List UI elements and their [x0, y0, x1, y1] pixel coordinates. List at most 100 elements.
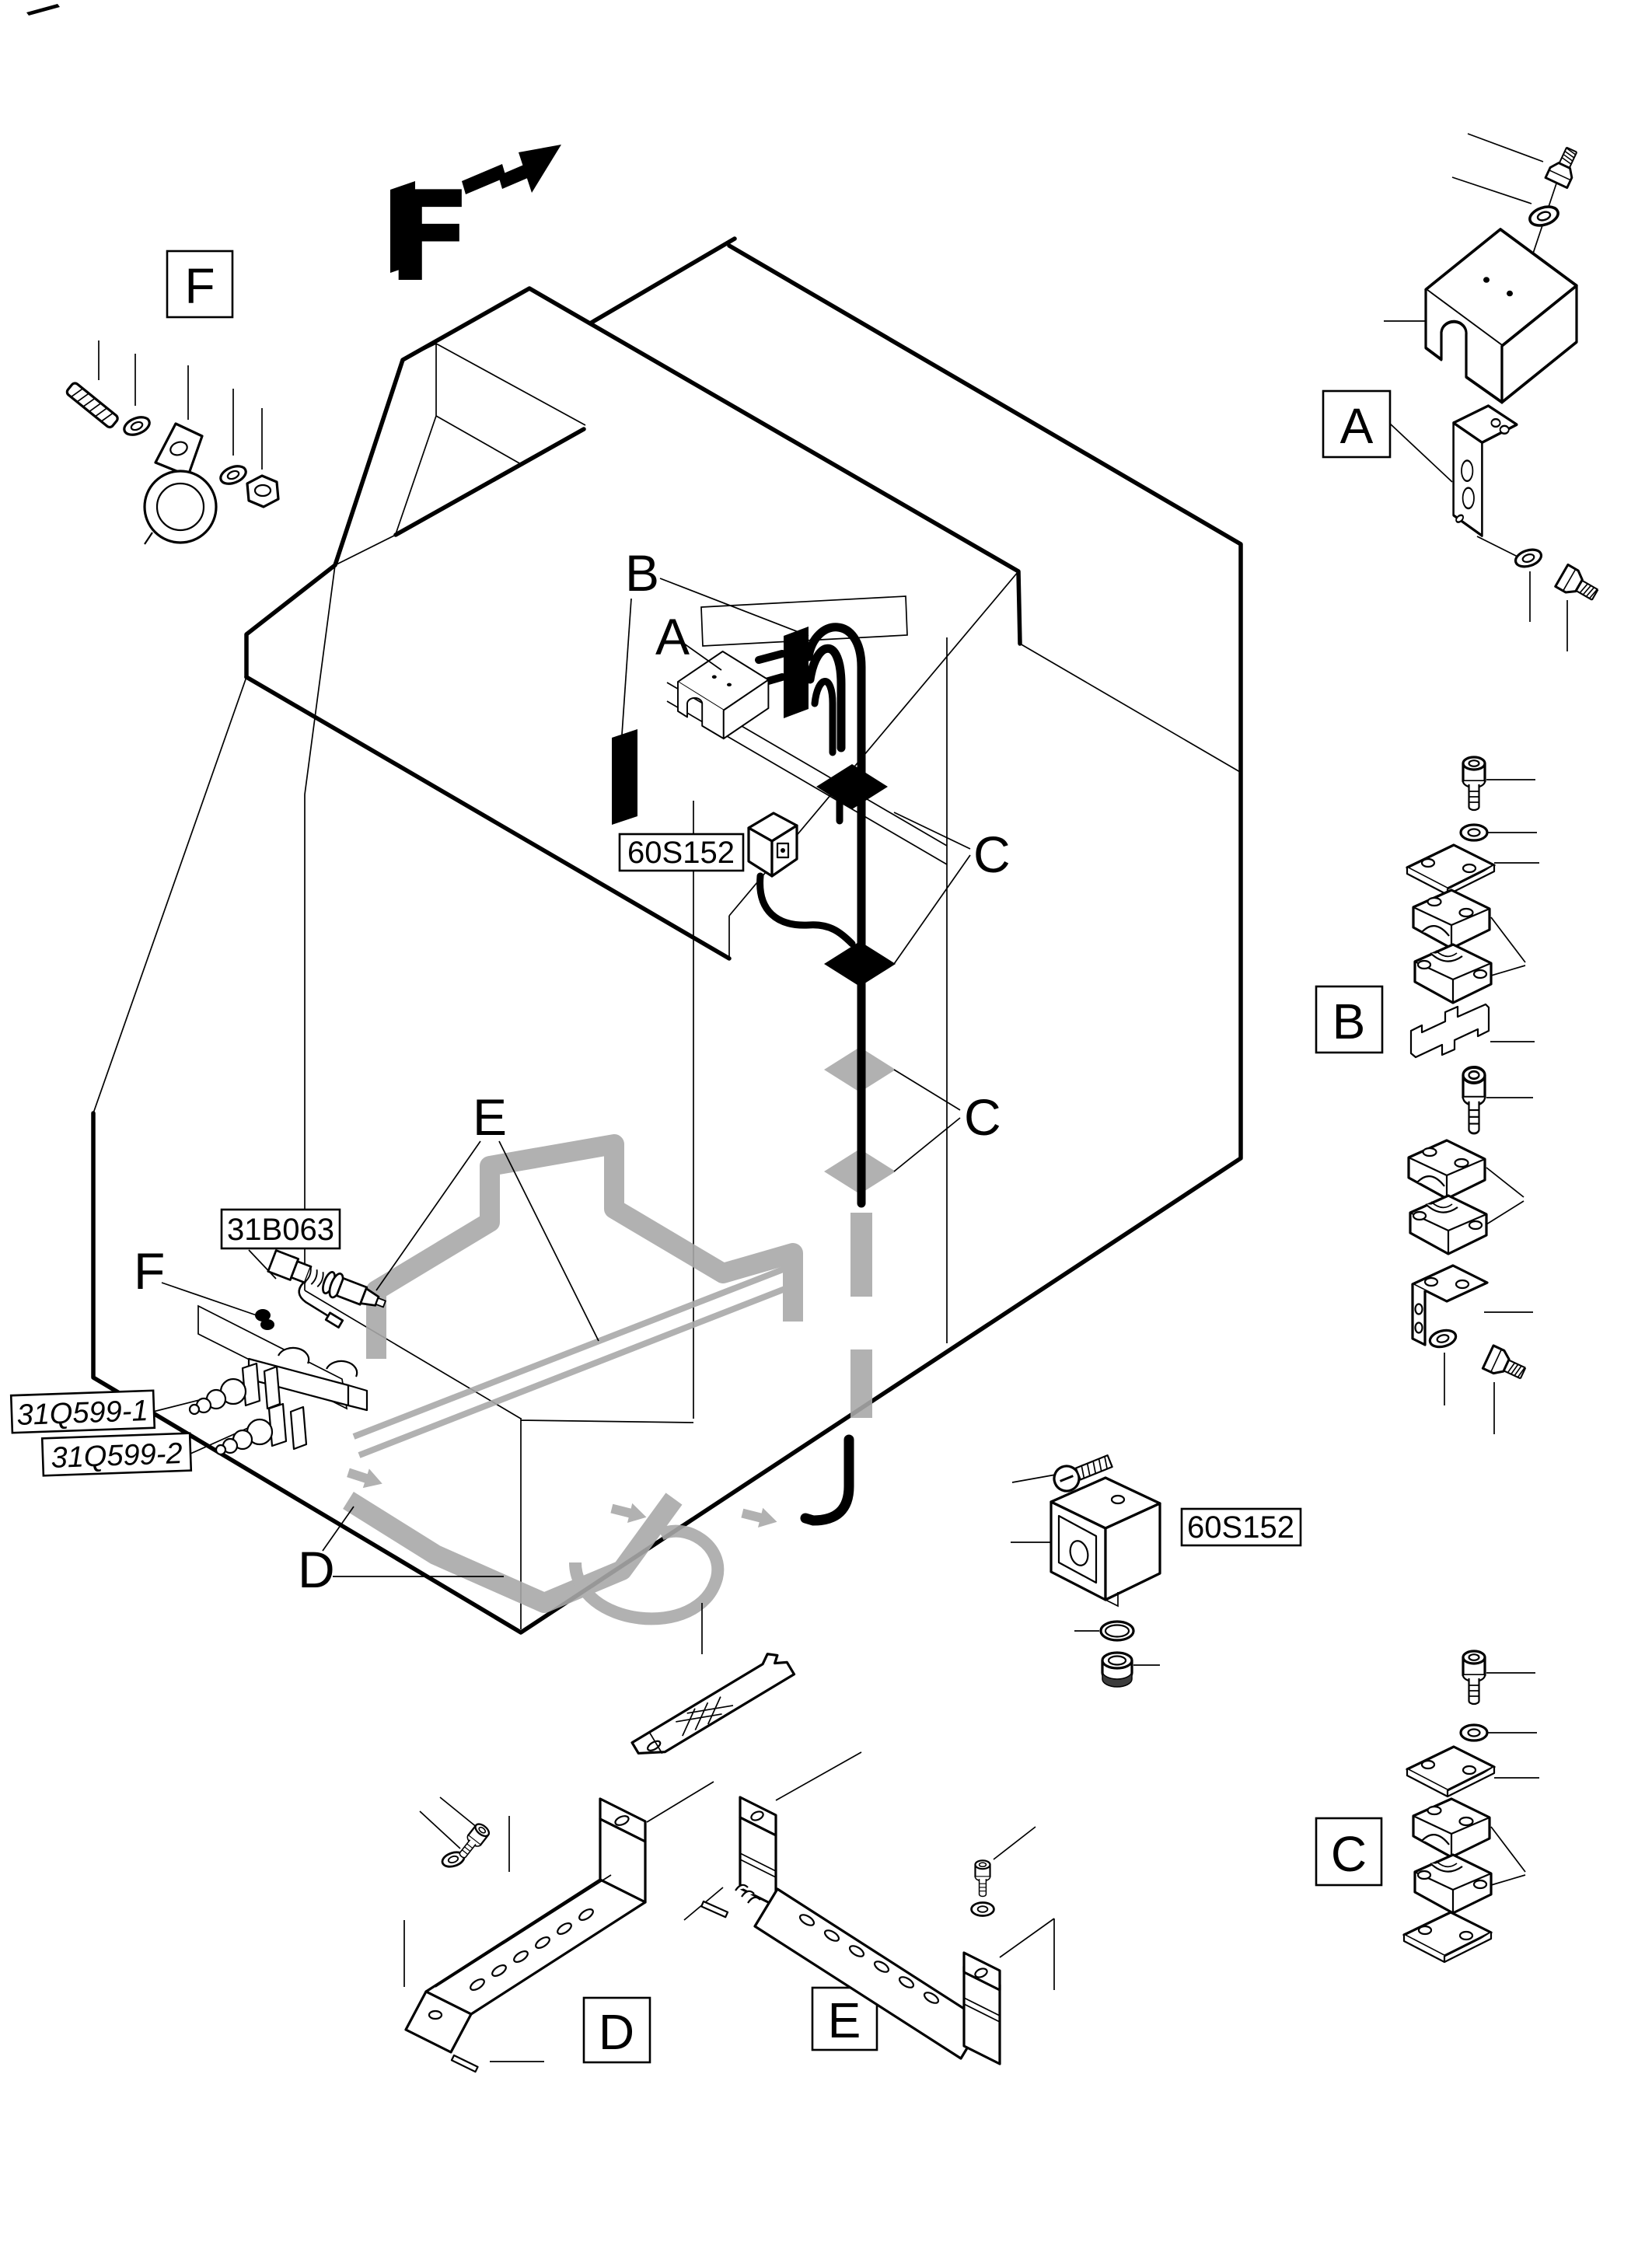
bolt: [454, 1821, 492, 1863]
detail-box-d: [582, 1996, 651, 2064]
callout-a: A: [655, 608, 690, 665]
bracket-d-part: [404, 1797, 647, 2073]
leader-lines: [152, 578, 1160, 1666]
flag-right-B: [784, 627, 809, 718]
part-label-31q599-1[interactable]: 31Q599-1: [9, 1389, 156, 1434]
part-label-60s152-upper[interactable]: 60S152: [618, 833, 745, 872]
part-label-60s152-lower[interactable]: 60S152: [1180, 1507, 1302, 1547]
detail-box-c: [1315, 1817, 1383, 1887]
detail-box-f-letter: F: [184, 258, 215, 314]
clamp-half-lower: [1413, 1853, 1493, 1915]
callout-c-lower: C: [964, 1088, 1001, 1146]
valve-31b063: [267, 1249, 386, 1329]
stud-bolt: [65, 382, 119, 429]
tray-lower-D: [343, 1491, 683, 1613]
callout-b: B: [625, 544, 659, 602]
washer: [120, 412, 154, 440]
spacer-plate: [1409, 1003, 1490, 1059]
view-direction-indicator: F: [387, 145, 561, 309]
detail-c: C: [1315, 1650, 1539, 1964]
detail-box-c-letter: C: [1331, 1826, 1367, 1882]
connector-60s152-detail: [1050, 1454, 1161, 1688]
callout-e: E: [473, 1088, 507, 1146]
detail-box-b: [1315, 985, 1384, 1054]
hose-bundle: [755, 623, 866, 1208]
detail-box-f: [166, 250, 234, 319]
nut: [246, 474, 280, 508]
backbox-top-left-edge: [588, 236, 737, 326]
angle-bracket: [1411, 1264, 1489, 1346]
washer: [216, 461, 250, 489]
detail-a: A: [1322, 133, 1603, 651]
tray-upper-E: [366, 1134, 803, 1359]
clamp-plate: [1406, 1745, 1496, 1798]
machine-body: [91, 236, 1243, 1635]
view-direction-arrow-icon: [462, 145, 561, 194]
flag-left-B: [612, 729, 637, 825]
part-number-text: 60S152: [1187, 1510, 1294, 1545]
solenoid-cartridge: [215, 1402, 308, 1456]
detail-e: E: [683, 1751, 1055, 2065]
part-label-31q599-2[interactable]: 31Q599-2: [40, 1432, 193, 1477]
detail-box-d-letter: D: [599, 2004, 634, 2060]
solenoid-manifold: [188, 1304, 368, 1456]
view-direction-letter: F: [387, 164, 472, 309]
washer: [970, 1901, 995, 1917]
washer: [1512, 545, 1545, 571]
clamp-half-lower: [1413, 943, 1493, 1004]
gray-hose-routing: [343, 1047, 896, 1625]
part-number-text: 31Q599-2: [51, 1437, 183, 1475]
detail-box-e-letter: E: [828, 1992, 861, 2048]
hose-clamp-diamond-1: [816, 764, 888, 809]
gray-hose-segment: [850, 1213, 872, 1297]
callout-f: F: [134, 1242, 165, 1300]
solenoid-cartridge: [188, 1362, 281, 1416]
bolt: [1554, 563, 1603, 607]
clamp-half-upper: [1407, 1139, 1486, 1200]
washer: [1459, 823, 1489, 842]
washer: [1526, 201, 1562, 231]
deck-front-edge: [244, 675, 732, 961]
washer: [1427, 1326, 1459, 1351]
cover-a-installed: [677, 650, 770, 740]
bolt: [1462, 756, 1486, 812]
hose-j-hook: [800, 1434, 854, 1526]
detail-box-a-letter: A: [1340, 398, 1374, 454]
detail-b: B: [1315, 756, 1539, 1434]
page-corner-mark: [26, 4, 60, 16]
clamp-half-upper: [1412, 1797, 1491, 1859]
clamp-half-lower: [1409, 1194, 1488, 1255]
callout-c-upper: C: [973, 826, 1011, 883]
grommet-part: [255, 1309, 274, 1330]
bolt: [974, 1859, 991, 1898]
gray-hose-segment: [850, 1349, 872, 1418]
part-number-text: 60S152: [627, 836, 735, 870]
cover-part: [1424, 228, 1578, 404]
screw: [1053, 1454, 1113, 1493]
clamp-half-upper: [1412, 889, 1491, 950]
clamp-plate: [1402, 1911, 1493, 1964]
part-number-text: 31Q599-1: [16, 1395, 148, 1432]
callout-d: D: [298, 1541, 335, 1598]
washer: [1459, 1723, 1489, 1742]
loop-clamp: [143, 422, 218, 545]
connector-60s152-installed: [747, 812, 856, 948]
bolt: [1544, 143, 1584, 189]
gray-hose-loop: [569, 1524, 725, 1625]
detail-d: D: [403, 1781, 714, 2073]
bracket-part: [1452, 404, 1518, 537]
hose-clamp-diamond-2: [824, 941, 896, 986]
detail-box-b-letter: B: [1332, 993, 1366, 1049]
detail-f: F: [65, 250, 280, 545]
flag-top: [390, 181, 415, 273]
clamp-plate: [1406, 843, 1496, 896]
body-outline-left: [91, 243, 1243, 1635]
cab-window-recess: [395, 343, 586, 535]
part-label-31b063[interactable]: 31B063: [220, 1208, 341, 1250]
bracket-e-part: [700, 1796, 1001, 2065]
connector-cube: [1050, 1476, 1161, 1608]
deck-back-ledge: [700, 595, 908, 647]
bolt: [1481, 1344, 1530, 1386]
part-number-text: 31B063: [227, 1213, 334, 1247]
